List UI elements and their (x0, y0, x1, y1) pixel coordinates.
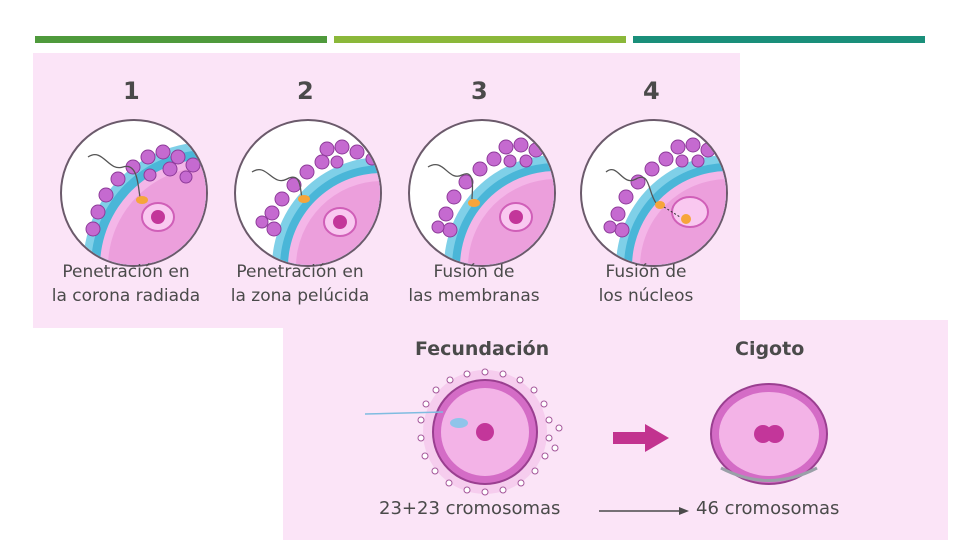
step-2: 2 (212, 53, 388, 328)
right-chromosome-count: 46 cromosomas (696, 498, 840, 519)
step-number: 1 (123, 77, 140, 105)
caption-line: la corona radiada (51, 286, 201, 306)
step-1-illustration (58, 117, 210, 269)
caption-line: Penetración en (236, 262, 364, 282)
step-number: 2 (297, 77, 314, 105)
step-caption: Penetración en la zona pelúcida (212, 260, 388, 308)
cigoto-title: Cigoto (735, 338, 805, 360)
long-arrow-icon (599, 506, 689, 516)
step-caption: Penetración en la corona radiada (38, 260, 214, 308)
step-3-illustration (406, 117, 558, 269)
caption-line: Penetración en (62, 262, 190, 282)
caption-line: los núcleos (598, 286, 694, 306)
fecundation-zygote-panel: Fecundación Cigoto (283, 320, 948, 540)
step-2-illustration (232, 117, 384, 269)
step-4-illustration (578, 117, 730, 269)
step-number: 4 (643, 77, 660, 105)
step-4: 4 (558, 53, 734, 328)
step-1: 1 (38, 53, 214, 328)
step-number: 3 (471, 77, 488, 105)
accent-bar-lime (334, 36, 626, 43)
caption-line: las membranas (408, 286, 540, 306)
left-chromosome-count: 23+23 cromosomas (379, 498, 561, 519)
zygote-illustration (707, 378, 831, 488)
fertilized-egg-illustration (363, 368, 583, 496)
caption-line: Fusión de (433, 262, 515, 282)
accent-bar-teal (633, 36, 925, 43)
step-caption: Fusión de las membranas (386, 260, 562, 308)
caption-line: Fusión de (605, 262, 687, 282)
fecundacion-title: Fecundación (415, 338, 550, 360)
fertilization-steps-panel: 1 (33, 53, 740, 328)
accent-bar-green (35, 36, 327, 43)
caption-line: la zona pelúcida (230, 286, 370, 306)
step-3: 3 (386, 53, 562, 328)
arrow-icon (613, 424, 669, 452)
step-caption: Fusión de los núcleos (558, 260, 734, 308)
